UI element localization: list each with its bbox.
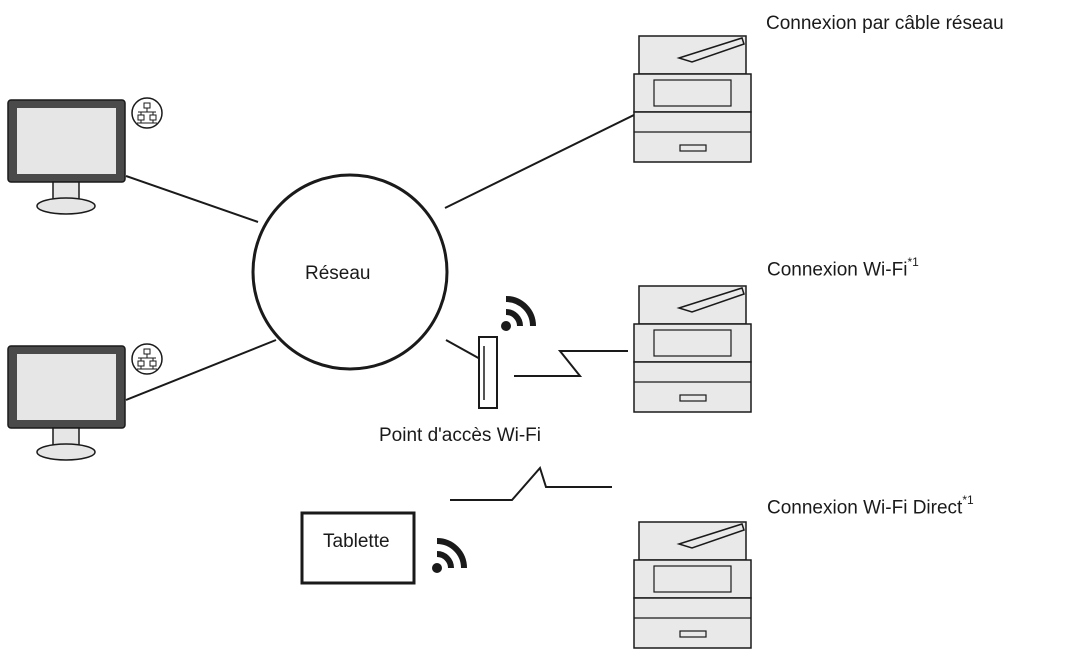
printer-icon xyxy=(633,285,752,413)
tablet-label: Tablette xyxy=(323,531,390,552)
computer-icon xyxy=(7,99,126,215)
network-badge-icon xyxy=(131,343,163,375)
footnote-marker: *1 xyxy=(907,255,919,269)
wifi-connection-text: Connexion Wi-Fi xyxy=(767,259,908,281)
wifi-signal-icon xyxy=(501,299,533,331)
printer-icon xyxy=(633,521,752,649)
tablet-icon xyxy=(300,511,416,585)
wifi-direct-connection-label: Connexion Wi-Fi Direct*1 xyxy=(767,493,974,519)
wifi-signal-icon xyxy=(432,541,464,573)
connection-lines xyxy=(125,111,641,501)
line-pc1-network xyxy=(125,175,259,223)
wifi-connection-label: Connexion Wi-Fi*1 xyxy=(767,255,919,281)
wired-connection-label: Connexion par câble réseau xyxy=(766,14,1004,33)
access-point-label: Point d'accès Wi-Fi xyxy=(379,425,542,446)
wifi-direct-connection-text: Connexion Wi-Fi Direct xyxy=(767,497,963,519)
line-pc2-network xyxy=(125,339,277,401)
wired-connection-text: Connexion par câble réseau xyxy=(766,13,1004,34)
line-network-printer1 xyxy=(444,111,641,209)
network-cloud xyxy=(251,173,449,371)
line-network-ap xyxy=(445,339,483,361)
wifi-link-ap-printer2 xyxy=(514,350,628,377)
footnote-marker: *1 xyxy=(962,493,974,507)
access-point-icon xyxy=(478,336,498,409)
printer-icon xyxy=(633,35,752,163)
wifi-link-tablet-printer3 xyxy=(450,466,612,501)
network-badge-icon xyxy=(131,97,163,129)
network-label: Réseau xyxy=(305,263,371,284)
computer-icon xyxy=(7,345,126,461)
